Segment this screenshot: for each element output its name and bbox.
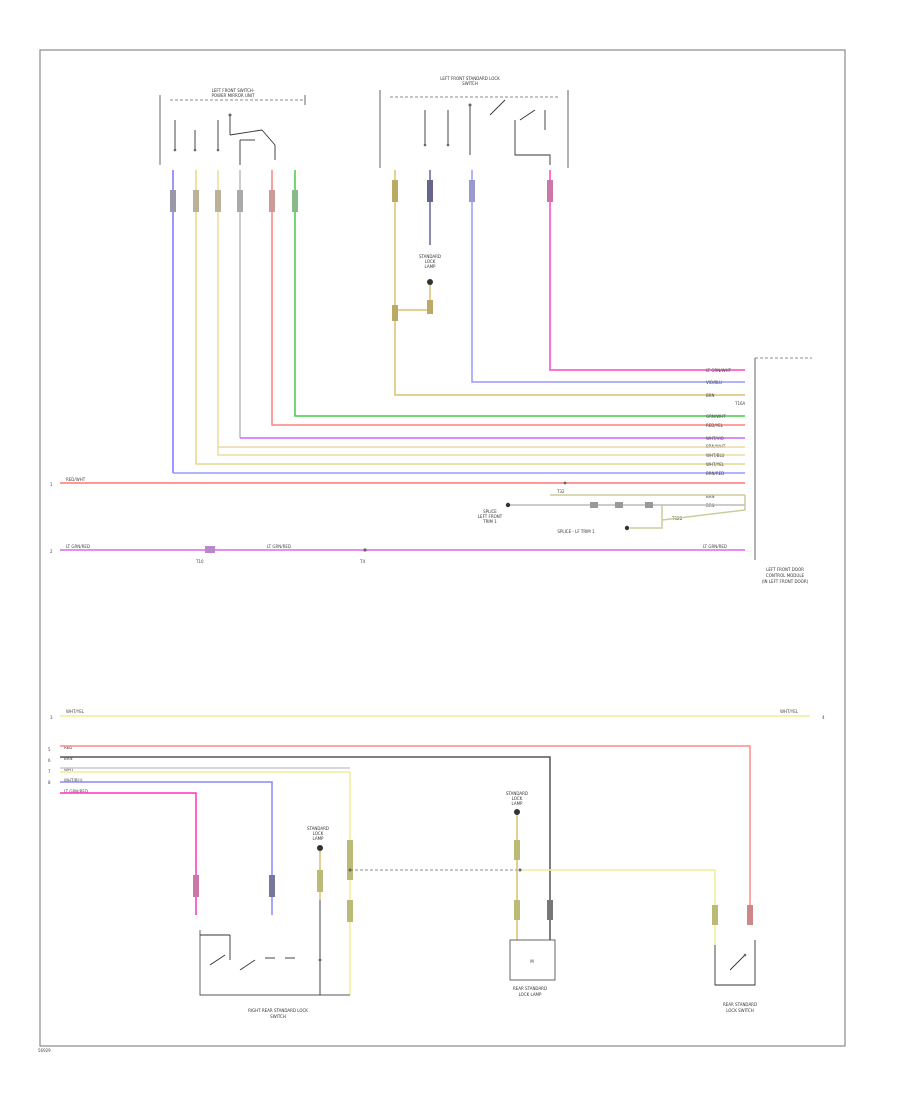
pin-tag-3: BRN <box>706 393 715 398</box>
left-splice-label-1: SPLICE <box>483 509 497 514</box>
lf-lock-switch-label-2: SWITCH <box>462 81 478 86</box>
pin-tag-5: RED/YEL <box>706 423 724 428</box>
std-lamp-3-label-3: LAMP <box>512 801 524 806</box>
std-lamp-2-label-1: STANDARD <box>307 826 329 831</box>
lf-door-module: LEFT FRONT DOOR CONTROL MODULE (IN LEFT … <box>754 357 812 584</box>
conn-ref-t32: T32 <box>556 489 565 494</box>
bus-ref-1: 1 <box>50 482 53 487</box>
rear-lamp-label-1: REAR STANDARD <box>513 986 547 991</box>
splice-lf-trim-label: SPLICE - LF TRIM 1 <box>557 529 595 534</box>
magenta-mid-tag: LT GRN/RED <box>267 544 291 549</box>
bottom-tag-5: LT GRN/RED <box>64 789 88 794</box>
std-lamp-3 <box>514 809 520 815</box>
mirror-switch-wires <box>170 170 745 474</box>
bottom-tag-4: WHT/BLU <box>64 778 83 783</box>
lf-mirror-switch-label-2: POWER MIRROR UNIT <box>211 93 255 98</box>
std-lamp-1-label-2: LOCK <box>425 259 436 264</box>
yellow-right-tag: WHT/YEL <box>780 709 799 714</box>
lf-mirror-switch-label-1: LEFT FRONT SWITCH- <box>212 88 255 93</box>
std-lamp-1-label-3: LAMP <box>425 264 437 269</box>
magenta-right-tag: LT GRN/RED <box>703 544 727 549</box>
std-lamp-1-label-1: STANDARD <box>419 254 441 259</box>
rear-lamp-label-2: LOCK LAMP <box>519 992 542 997</box>
left-red-tag: RED/WHT <box>66 477 86 482</box>
rear-switch-label-1: REAR STANDARD <box>723 1002 757 1007</box>
bottom-tag-1: RED <box>64 745 72 750</box>
conn-ref-t10: T10 <box>195 559 204 564</box>
bus-ref-3: 3 <box>50 715 53 720</box>
rr-lock-switch-label-1: RIGHT REAR STANDARD LOCK <box>248 1008 308 1013</box>
left-splice-dot <box>505 502 511 508</box>
bottom-tag-3: WHT <box>64 767 74 772</box>
std-lamp-2-label-2: LOCK <box>313 831 324 836</box>
bus-ref-4: 4 <box>822 715 825 720</box>
lf-mirror-switch: LEFT FRONT SWITCH- POWER MIRROR UNIT <box>159 88 306 165</box>
std-lamp-2-label-3: LAMP <box>313 836 325 841</box>
yellow-left-tag: WHT/YEL <box>66 709 85 714</box>
conn-ref-t4: T4 <box>359 559 365 564</box>
lf-lock-switch-wires: STANDARD LOCK LAMP <box>392 170 745 396</box>
bus-ref-5: 5 <box>48 747 51 752</box>
std-lamp-2 <box>317 845 323 851</box>
std-lamp-1 <box>427 279 433 285</box>
rear-switch-label-2: LOCK SWITCH <box>726 1008 754 1013</box>
rear-switch: REAR STANDARD LOCK SWITCH <box>712 905 757 1013</box>
lf-door-lock-switch: LEFT FRONT STANDARD LOCK SWITCH <box>379 76 569 168</box>
bus-ref-7: 7 <box>48 769 51 774</box>
diagram-id: 56929 <box>38 1048 51 1053</box>
pin-tag-8: WHT/BLU <box>706 453 725 458</box>
left-splice-label-3: TRIM 1 <box>482 519 497 524</box>
bottom-tag-2: BRN <box>64 756 73 761</box>
bus-ref-2: 2 <box>50 549 53 554</box>
bus-ref-6: 6 <box>48 758 51 763</box>
lf-module-label-2: CONTROL MODULE <box>766 573 805 578</box>
std-lamp-3-label-1: STANDARD <box>506 791 528 796</box>
lf-lock-switch-label-1: LEFT FRONT STANDARD LOCK <box>440 76 500 81</box>
svg-text:M: M <box>530 959 534 964</box>
rear-lamp: STANDARD LOCK LAMP M REAR STANDARD LOCK … <box>506 791 556 997</box>
diagram-frame <box>39 49 846 1047</box>
rr-lock-switch-label-2: SWITCH <box>270 1014 286 1019</box>
pin-tag-1: LT GRN/WHT <box>706 368 732 373</box>
left-splice-label-2: LEFT FRONT <box>478 514 503 519</box>
tie-line <box>348 868 716 945</box>
conn-ref-t16a: T16A <box>734 401 746 406</box>
pin-tag-10: BRN/RED <box>706 471 724 476</box>
pin-tag-11: BRN <box>706 494 715 499</box>
splice-lf-trim-dot <box>624 525 630 531</box>
bottom-bundle: 5 6 7 8 RED BRN WHT WHT/BLU LT GRN/RED <box>48 745 751 995</box>
pin-tag-2: VIO/BLU <box>706 380 722 385</box>
bus-ref-8: 8 <box>48 780 51 785</box>
pin-tag-9: WHT/YEL <box>706 462 725 467</box>
std-lamp-3-label-2: LOCK <box>512 796 523 801</box>
magenta-bus: 2 LT GRN/RED T10 LT GRN/RED T4 LT GRN/RE… <box>50 544 745 564</box>
lf-module-label-1: LEFT FRONT DOOR <box>766 567 804 572</box>
lf-module-label-3: (IN LEFT FRONT DOOR) <box>762 579 809 584</box>
pin-tag-4: GRN/WHT <box>706 414 726 419</box>
mid-wires: RED/WHT 1 T32 SPLICE LEFT FRONT TRIM 1 S… <box>50 446 746 534</box>
rr-door-lock-switch: RIGHT REAR STANDARD LOCK SWITCH STANDARD… <box>199 826 350 1019</box>
left-magenta-tag: LT GRN/RED <box>66 544 90 549</box>
yellow-bus: 3 WHT/YEL WHT/YEL 4 <box>50 709 825 720</box>
pin-tag-6: WHT/VIO <box>706 436 724 441</box>
